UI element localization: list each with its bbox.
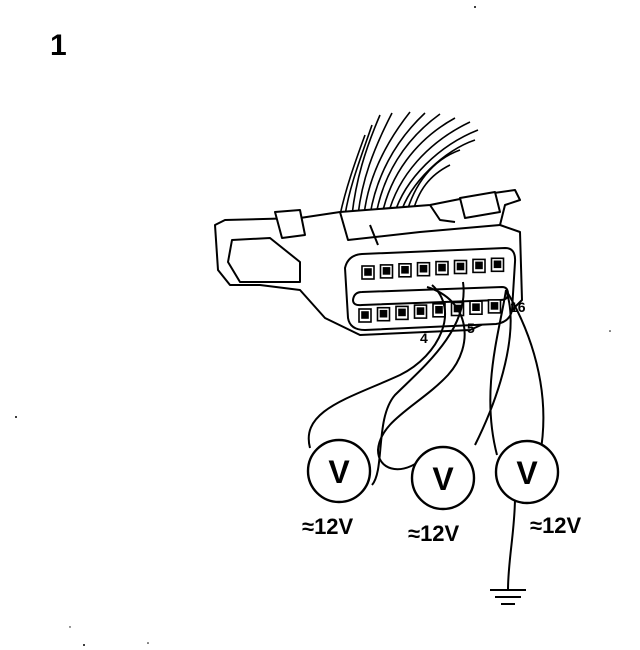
voltmeter-2-symbol: V [432,461,454,497]
voltmeter-1: V [306,438,372,504]
voltmeter-2-reading: ≈12V [408,521,460,546]
ground-icon [490,589,526,605]
top-socket-contact-5 [438,263,446,272]
pin-row-top [361,257,505,280]
bottom-socket-contact-2 [379,309,388,318]
meter3-lead-b [505,289,545,456]
top-socket-contact-4 [419,264,428,273]
figure-number: 1 [50,29,67,62]
voltmeter-3-symbol: V [516,455,538,491]
top-socket-contact-7 [475,261,483,270]
bottom-socket-contact-3 [398,308,406,317]
top-socket-contact-2 [382,267,391,275]
meter2-lead-a [376,286,466,471]
meter3-lead-a [489,289,507,456]
probe-leads [307,281,545,591]
bottom-socket-contact-5 [435,305,443,314]
voltmeter-1-symbol: V [328,454,350,490]
scan-specks [15,6,611,646]
top-socket-contact-8 [493,260,502,269]
voltmeter-3: V [494,439,560,505]
voltmeter-2: V [410,445,476,511]
ground-lead [507,496,516,591]
bottom-socket-contact-7 [472,303,480,312]
bottom-socket-contact-8 [490,302,499,310]
top-socket-contact-6 [456,262,465,271]
top-socket-contact-1 [364,268,372,276]
top-socket-contact-3 [401,265,409,274]
voltmeter-1-reading: ≈12V [302,514,354,539]
pin-label-4: 4 [420,330,428,346]
meter1-lead-a [307,284,447,449]
voltmeter-3-reading: ≈12V [530,513,582,538]
meter2-lead-b [474,289,512,446]
bottom-socket-contact-4 [416,307,425,315]
pin-label-5: 5 [467,320,475,336]
bottom-socket-contact-1 [361,311,369,319]
pin-row-bottom [358,299,502,323]
